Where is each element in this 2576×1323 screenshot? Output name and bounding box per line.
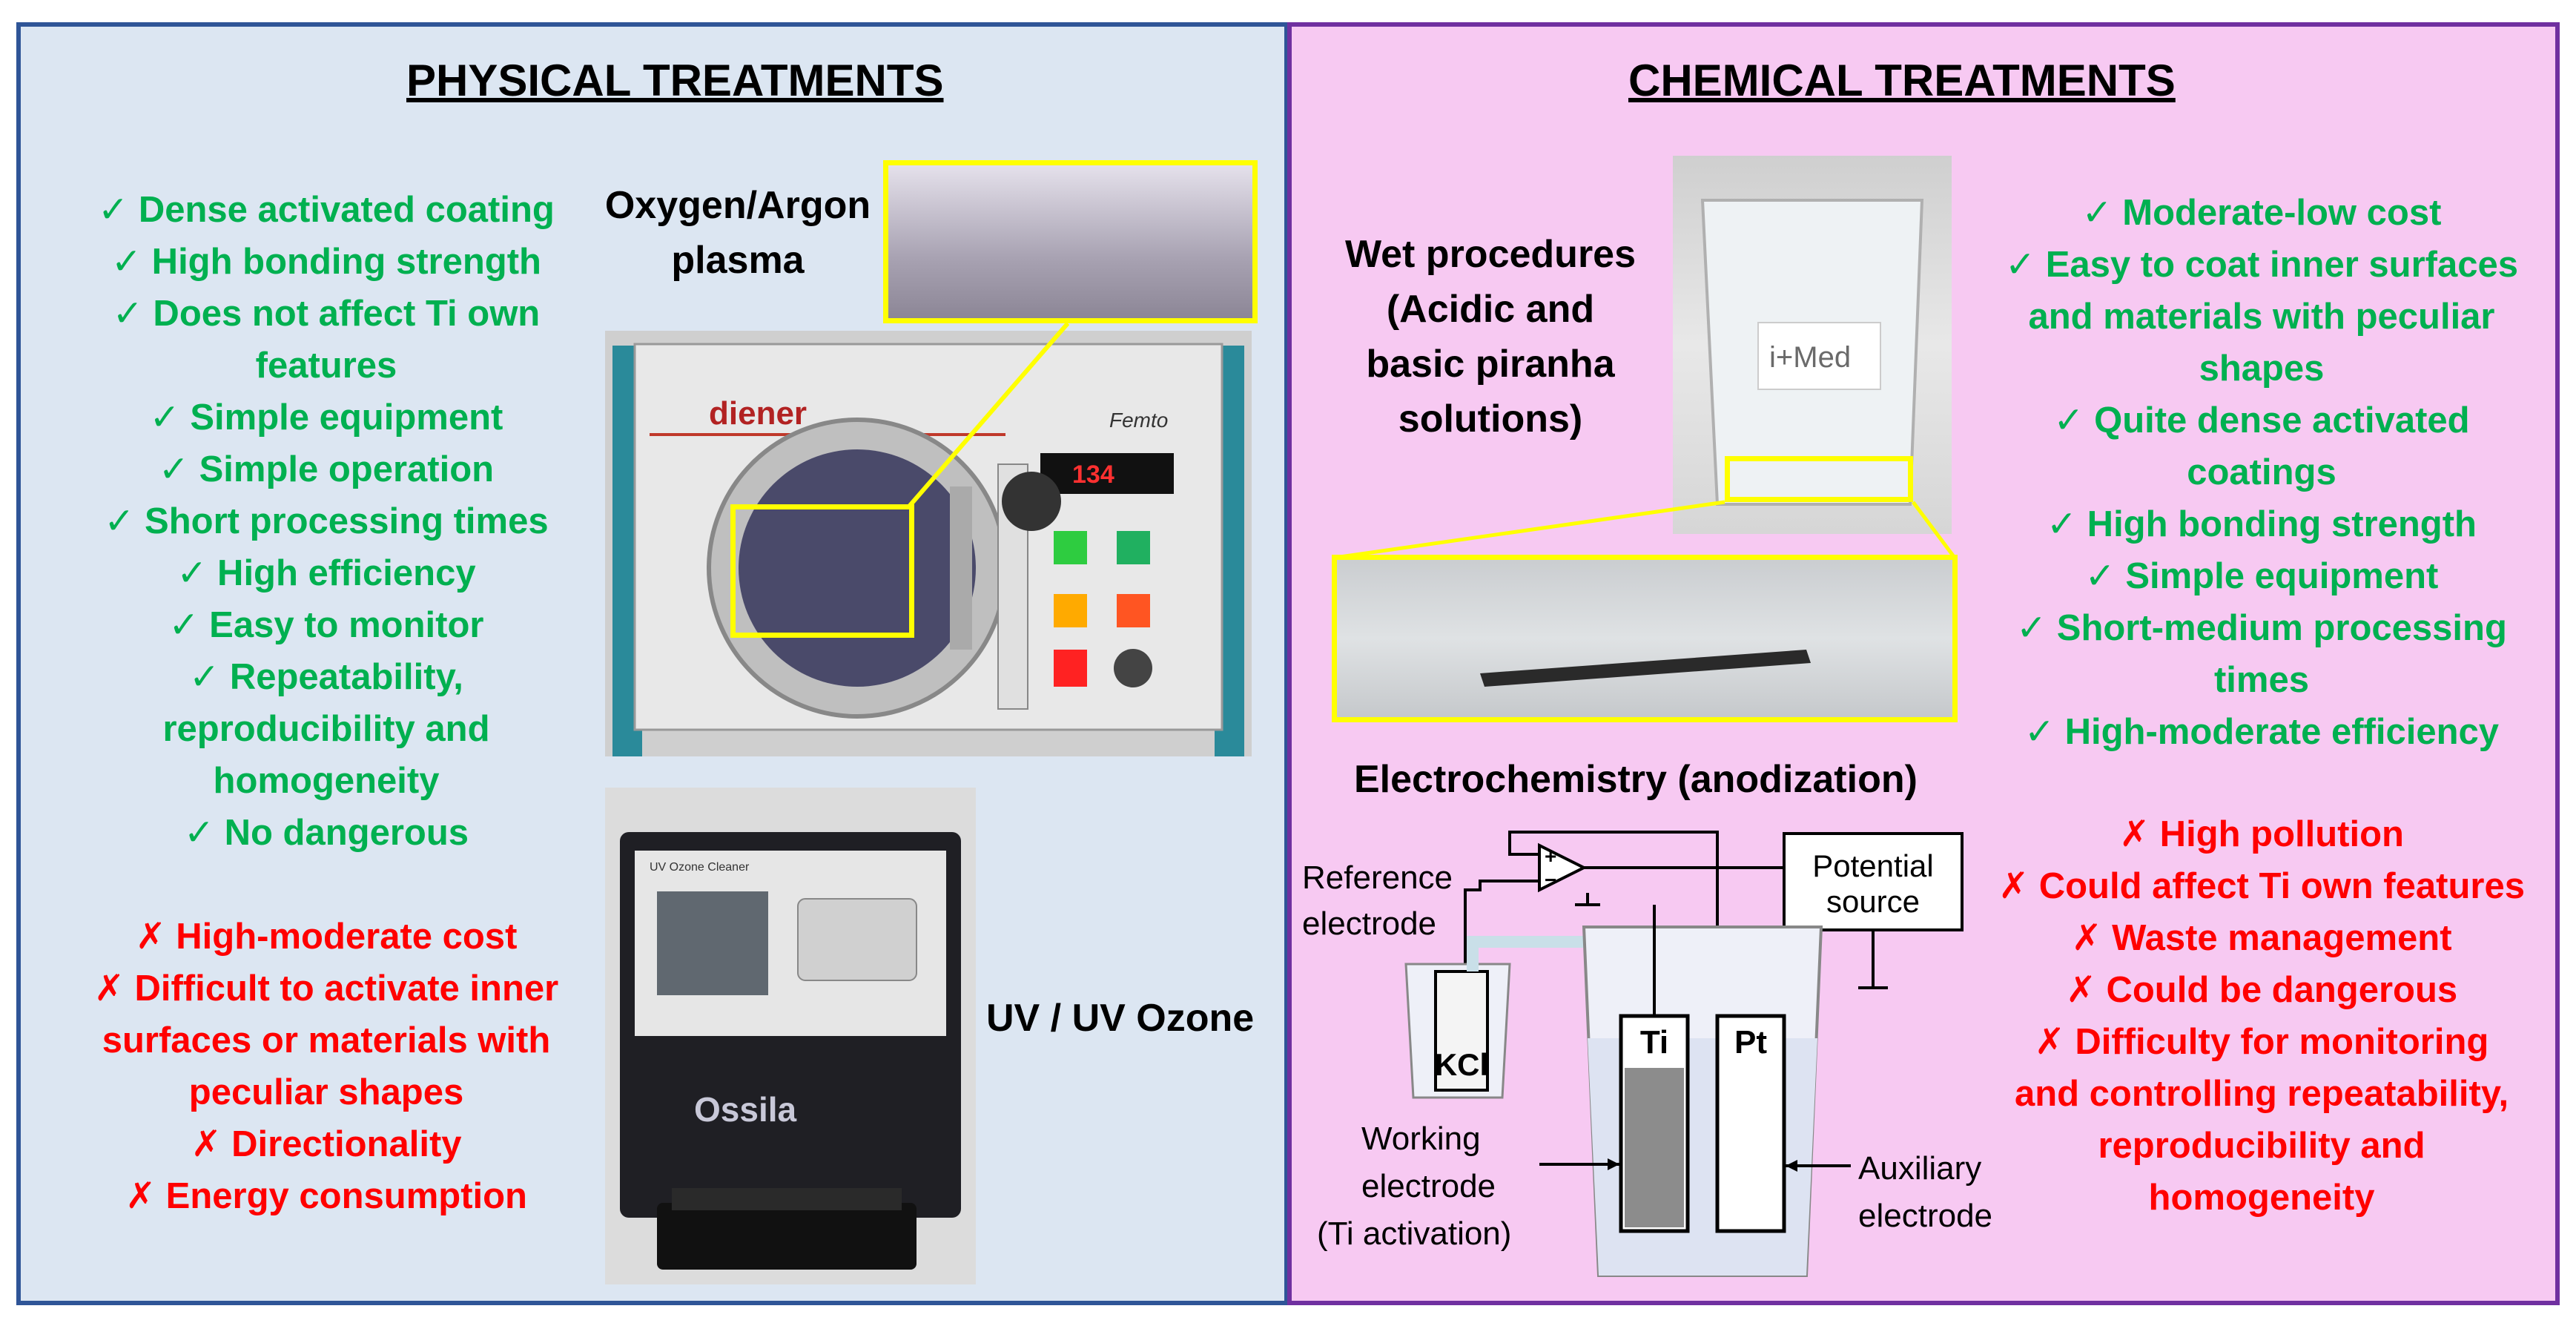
physical-con-item: ✗ High-moderate cost: [135, 917, 518, 957]
uv-ozone-drawing: UV Ozone Cleaner Ossila: [605, 788, 976, 1284]
chemical-con-item: ✗ Waste management: [2071, 918, 2452, 958]
auxiliary-electrode-label: Auxiliary: [1858, 1150, 1981, 1187]
chemical-pro-item: ✓ High-moderate efficiency: [2024, 712, 2500, 752]
chemical-pros-list: ✓ Moderate-low cost ✓ Easy to coat inner …: [1958, 187, 2566, 758]
physical-pro-item: ✓ Dense activated coating: [98, 190, 555, 230]
physical-pros-list: ✓ Dense activated coating ✓ High bonding …: [30, 184, 623, 859]
physical-treatments-title: PHYSICAL TREATMENTS: [406, 56, 944, 105]
working-electrode-label: (Ti activation): [1317, 1215, 1511, 1252]
physical-pro-item: ✓ High efficiency: [176, 553, 476, 593]
physical-pro-item: ✓ No dangerous: [183, 813, 469, 853]
physical-pro-item: ✓ High bonding strength: [111, 242, 541, 282]
chemical-con-item: reproducibility and: [2098, 1126, 2425, 1166]
physical-con-item: ✗ Directionality: [191, 1124, 462, 1164]
plasma-cleaner-photo: diener Femto 134: [605, 331, 1252, 756]
uv-label: UV / UV Ozone: [986, 997, 1255, 1040]
physical-pro-item: ✓ Simple operation: [158, 449, 495, 489]
anodization-cell-diagram: + − Potential source KCl Ti Pt Reference…: [1302, 831, 1992, 1277]
uv-brand-label: Ossila: [694, 1090, 797, 1129]
physical-con-item: ✗ Energy consumption: [125, 1176, 527, 1216]
chemical-treatments-title: CHEMICAL TREATMENTS: [1628, 56, 2176, 105]
reference-electrode-label: Reference: [1302, 860, 1453, 896]
physical-cons-list: ✗ High-moderate cost ✗ Difficult to activ…: [30, 911, 623, 1222]
physical-con-item: peculiar shapes: [188, 1072, 464, 1112]
op-amp-symbol: [1538, 842, 1588, 893]
physical-con-item: surfaces or materials with: [102, 1020, 551, 1060]
physical-con-item: ✗ Difficult to activate inner: [93, 969, 559, 1009]
physical-pro-item: ✓ Short processing times: [104, 501, 549, 541]
piranha-beaker-photo: i+Med: [1673, 156, 1952, 534]
chemical-con-item: ✗ Could affect Ti own features: [1998, 866, 2525, 906]
wet-procedures-label: Wet procedures (Acidic and basic piranha…: [1312, 227, 1668, 446]
physical-pro-item: ✓ Repeatability,: [189, 657, 463, 697]
chemical-pro-item: times: [2213, 660, 2309, 700]
plasma-timer-display: 134: [1072, 461, 1114, 489]
chemical-pro-item: coatings: [2187, 452, 2336, 492]
plasma-inset-photo: [883, 160, 1258, 323]
uv-device-title: UV Ozone Cleaner: [650, 861, 750, 874]
wet-label-line: Wet procedures: [1344, 233, 1637, 276]
chemical-pro-item: ✓ Short-medium processing: [2016, 608, 2507, 648]
chemical-con-item: homogeneity: [2148, 1178, 2375, 1218]
plasma-label: Oxygen/Argon plasma: [589, 178, 886, 288]
chemical-con-item: and controlling repeatability,: [2014, 1074, 2509, 1114]
op-amp-minus: −: [1545, 868, 1556, 891]
potential-source-box: [1783, 832, 1964, 931]
plasma-chamber-highlight: [730, 504, 914, 638]
wet-label-line: basic piranha: [1366, 343, 1615, 386]
physical-pro-item: ✓ Simple equipment: [149, 397, 503, 438]
wet-label-line: (Acidic and: [1386, 288, 1595, 331]
potential-source-label: source: [1826, 884, 1920, 919]
physical-pro-item: reproducibility and: [162, 709, 490, 749]
electrochemistry-label: Electrochemistry (anodization): [1354, 758, 1918, 801]
working-electrode-label: Working: [1361, 1121, 1481, 1157]
working-electrode-label: electrode: [1361, 1168, 1496, 1204]
reference-electrode: [1434, 970, 1489, 1092]
potential-source-label: Potential: [1812, 848, 1933, 883]
chemical-con-item: ✗ High pollution: [2119, 814, 2404, 854]
chemical-pro-item: ✓ High bonding strength: [2047, 504, 2477, 544]
beaker-bottom-highlight: [1725, 456, 1913, 502]
sample-closeup-drawing: [1480, 650, 1811, 687]
auxiliary-electrode-label: electrode: [1858, 1198, 1992, 1234]
physical-pro-item: ✓ Does not affect Ti own: [112, 294, 541, 334]
plasma-brand-label: diener: [709, 395, 807, 432]
chemical-pro-item: ✓ Easy to coat inner surfaces: [2005, 245, 2518, 285]
reference-electrode-label: electrode: [1302, 905, 1436, 942]
chemical-con-item: ✗ Difficulty for monitoring: [2034, 1022, 2489, 1062]
beaker-logo-label: i+Med: [1769, 341, 1851, 374]
chemical-pro-item: ✓ Moderate-low cost: [2081, 193, 2442, 233]
chemical-pro-item: ✓ Quite dense activated: [2053, 400, 2470, 441]
chemical-con-item: ✗ Could be dangerous: [2065, 970, 2458, 1010]
physical-pro-item: homogeneity: [213, 761, 440, 801]
plasma-inset-highlight: [883, 160, 1258, 323]
sample-closeup-highlight: [1332, 555, 1958, 722]
op-amp-plus: +: [1545, 845, 1556, 868]
wet-label-line: solutions): [1398, 397, 1583, 441]
uv-ozone-photo: UV Ozone Cleaner Ossila: [605, 788, 976, 1284]
chemical-pro-item: shapes: [2199, 349, 2325, 389]
pt-electrode: [1715, 1014, 1786, 1233]
physical-pro-item: ✓ Easy to monitor: [168, 605, 484, 645]
chemical-pro-item: ✓ Simple equipment: [2084, 556, 2439, 596]
plasma-model-label: Femto: [1109, 409, 1168, 432]
sample-closeup-photo: [1332, 555, 1958, 722]
piranha-beaker-drawing: i+Med: [1700, 199, 1924, 506]
plasma-label-line: plasma: [671, 239, 805, 282]
pt-label: Pt: [1734, 1024, 1767, 1060]
plasma-label-line: Oxygen/Argon: [604, 184, 871, 227]
chemical-pro-item: and materials with peculiar: [2028, 297, 2495, 337]
chemical-cons-list: ✗ High pollution ✗ Could affect Ti own fe…: [1958, 808, 2566, 1224]
kcl-label: KCl: [1435, 1047, 1488, 1082]
physical-pro-item: features: [255, 346, 397, 386]
ti-label: Ti: [1640, 1024, 1668, 1060]
